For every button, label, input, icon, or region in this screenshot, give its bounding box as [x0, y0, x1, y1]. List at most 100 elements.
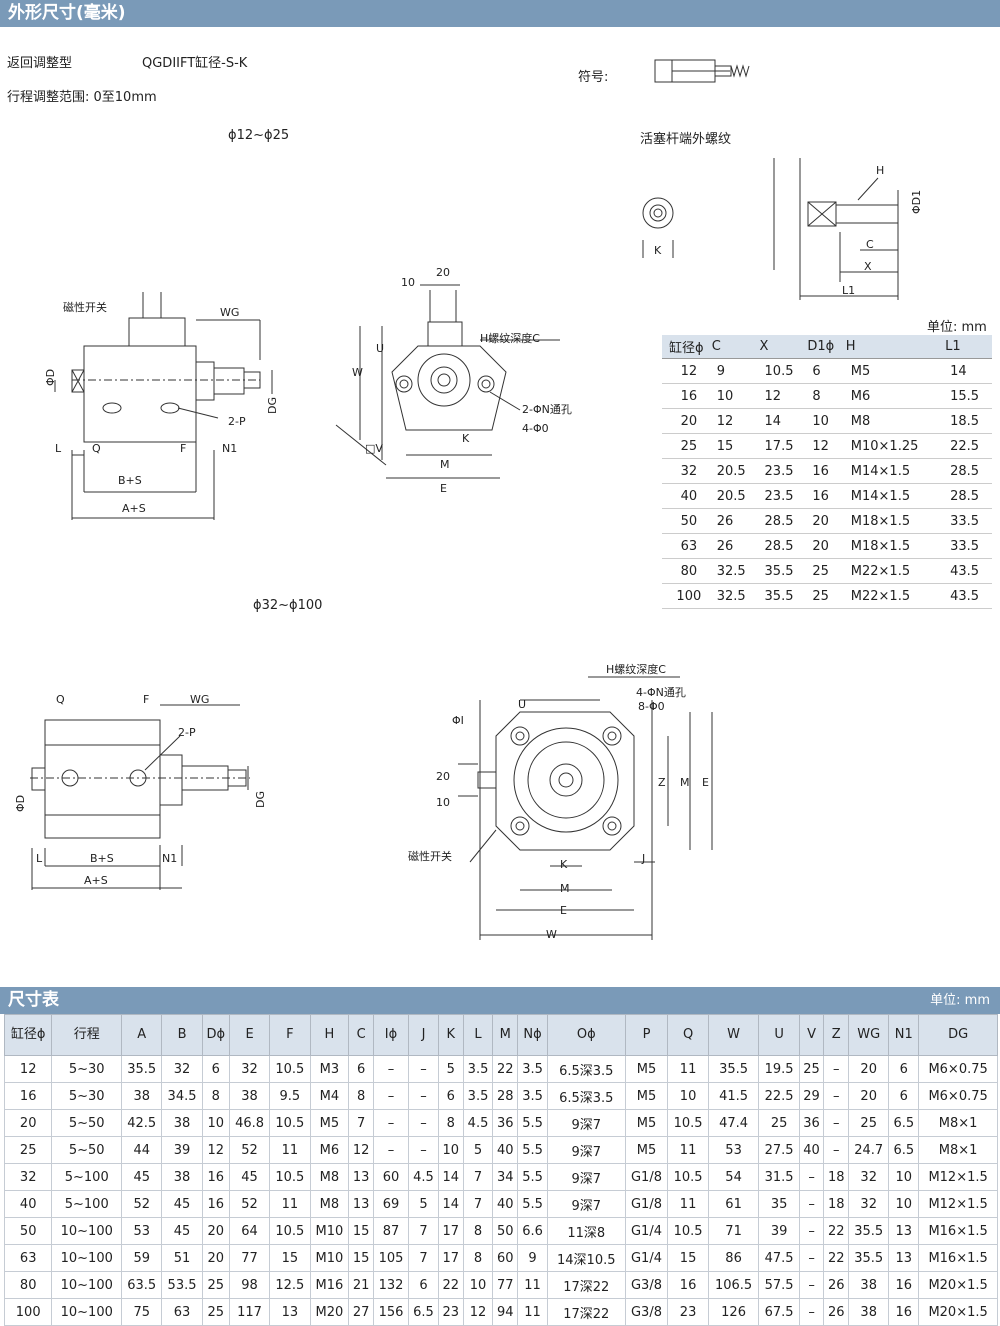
- dim-table-cell: 39: [161, 1136, 203, 1164]
- rod-table-cell: 8: [806, 383, 845, 409]
- dim-table-cell: 12: [201, 1136, 230, 1164]
- rod-table-cell: 32: [662, 458, 711, 484]
- dim-table-col-header: WG: [848, 1014, 890, 1056]
- dim-table-cell: 10~100: [51, 1298, 123, 1326]
- dim-table-cell: 10.5: [269, 1163, 311, 1191]
- h-label-thread: H: [876, 164, 884, 177]
- dg-label-small: DG: [266, 397, 279, 414]
- dim-table-cell: 23: [667, 1298, 709, 1326]
- u-label-large: U: [518, 698, 526, 711]
- dim-table-cell: 46.8: [228, 1109, 271, 1137]
- dim-table-cell: 15: [348, 1244, 374, 1272]
- dim-table-cell: 20: [3, 1109, 53, 1137]
- rod-table-cell: 20.5: [710, 458, 759, 484]
- rod-table-cell: 26: [710, 508, 759, 534]
- dim-table-col-header: W: [707, 1014, 760, 1056]
- n1-label-small: N1: [222, 442, 237, 455]
- dim-table-cell: G1/4: [624, 1244, 669, 1272]
- dim-table-cell: –: [372, 1082, 410, 1110]
- rod-table-cell: 16: [662, 383, 711, 409]
- rod-table-cell: 43.5: [944, 583, 992, 609]
- v-label-small: □V: [365, 442, 383, 455]
- dim-table-cell: 22.5: [758, 1082, 800, 1110]
- rod-table-cell: 28.5: [758, 508, 807, 534]
- wg-label-large: WG: [190, 693, 209, 706]
- dim-table-col-header: M: [492, 1014, 519, 1056]
- dim-table-cell: 6.5深3.5: [546, 1055, 626, 1083]
- dim-table-cell: 15: [348, 1217, 374, 1245]
- dim-table-cell: 7: [462, 1190, 494, 1218]
- u-label-small: U: [376, 342, 384, 355]
- dim-table-cell: M16×1.5: [918, 1244, 998, 1272]
- rod-table-cell: 12: [710, 408, 759, 434]
- large-bore-title: ϕ32~ϕ100: [253, 598, 323, 613]
- dim-table-cell: 10.5: [269, 1217, 311, 1245]
- dim-table-cell: 26: [823, 1298, 850, 1326]
- dim-table-col-header: E: [228, 1014, 271, 1056]
- dim-table-cell: 27: [348, 1298, 374, 1326]
- dim-table-col-header: Oϕ: [546, 1014, 626, 1056]
- type-label: 返回调整型: [7, 56, 73, 71]
- dim-10-label-large: 10: [436, 796, 450, 809]
- dim-table-cell: 9深7: [546, 1136, 626, 1164]
- dim-table-title: 尺寸表: [8, 990, 59, 1010]
- dim-table-cell: 8: [348, 1082, 374, 1110]
- dim-table-cell: –: [408, 1082, 439, 1110]
- dim-table-cell: 5~30: [51, 1082, 123, 1110]
- dim-table-cell: 16: [667, 1271, 709, 1299]
- dim-table-cell: 16: [201, 1190, 230, 1218]
- rod-table-cell: M5: [844, 358, 945, 384]
- dimensions-title: 外形尺寸(毫米): [8, 3, 126, 23]
- dim-table-cell: 35.5: [121, 1055, 163, 1083]
- dim-table-cell: 23: [437, 1298, 464, 1326]
- rod-table-cell: 10: [710, 383, 759, 409]
- dim-table-cell: 40: [492, 1136, 519, 1164]
- dim-table-cell: M12×1.5: [918, 1190, 998, 1218]
- dim-table-cell: 12: [462, 1298, 494, 1326]
- small-bore-title: ϕ12~ϕ25: [228, 128, 290, 143]
- dim-table-cell: 34.5: [161, 1082, 203, 1110]
- dim-table-cell: 60: [492, 1244, 519, 1272]
- dim-table-col-header: Iϕ: [372, 1014, 410, 1056]
- dim-table-cell: 42.5: [121, 1109, 163, 1137]
- rod-table-cell: 17.5: [758, 433, 807, 459]
- dim-table-cell: 25: [201, 1271, 230, 1299]
- rod-table-cell: 35.5: [758, 558, 807, 584]
- rod-table-cell: 100: [662, 583, 711, 609]
- dim-table-cell: 77: [492, 1271, 519, 1299]
- k-label-large: K: [560, 858, 568, 871]
- dim-table-unit: 单位: mm: [930, 993, 990, 1008]
- as-label-large: A+S: [84, 874, 108, 887]
- dim-table-cell: 52: [121, 1190, 163, 1218]
- l1-label-thread: L1: [842, 284, 855, 297]
- dim-table-cell: –: [798, 1190, 825, 1218]
- dim-table-cell: M10: [309, 1244, 350, 1272]
- rod-table-cell: 63: [662, 533, 711, 559]
- phii-label-large: ΦI: [452, 714, 464, 727]
- dim-table-col-header: U: [758, 1014, 800, 1056]
- m-label-vert-large: M: [680, 776, 690, 789]
- stroke-range: 行程调整范围: 0至10mm: [7, 90, 157, 105]
- dim-table-cell: 3.5: [462, 1082, 494, 1110]
- dim-table-cell: –: [408, 1109, 439, 1137]
- model-code: QGDIIFT缸径-S-K: [142, 56, 248, 71]
- dim-table-cell: 38: [161, 1163, 203, 1191]
- dim-10-label: 10: [401, 276, 415, 289]
- p-label-small: 2-P: [228, 415, 246, 428]
- dim-table-col-header: V: [798, 1014, 825, 1056]
- dim-table-cell: 86: [707, 1244, 760, 1272]
- dim-table-cell: M16×1.5: [918, 1217, 998, 1245]
- dim-table-cell: 47.4: [707, 1109, 760, 1137]
- small-side-view: [54, 292, 273, 520]
- dim-table-cell: 38: [161, 1109, 203, 1137]
- dim-table-cell: M5: [624, 1082, 669, 1110]
- dim-table-cell: M5: [624, 1055, 669, 1083]
